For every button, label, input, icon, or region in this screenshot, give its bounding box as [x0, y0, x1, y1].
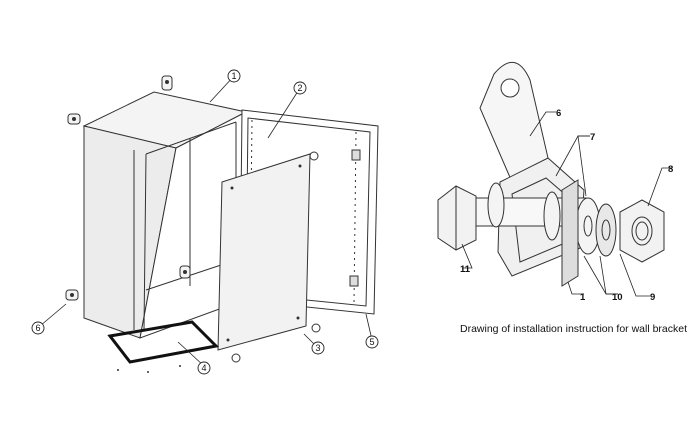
callout-6-label: 6: [35, 323, 40, 333]
wall-bracket: [161, 75, 173, 91]
callout-5: 5: [365, 335, 379, 349]
callout-11-label: 11: [460, 264, 471, 275]
callout-7-label: 7: [590, 132, 595, 143]
callout-1-label: 1: [580, 292, 586, 303]
wall-bracket: [179, 265, 191, 279]
callout-3: 3: [311, 341, 325, 355]
callout-6-label: 6: [556, 108, 561, 119]
hex-nut: [619, 199, 665, 263]
gasket: [107, 320, 220, 373]
enclosure-wall: [561, 179, 579, 287]
callout-4: 4: [197, 361, 211, 375]
callout-3-label: 3: [315, 343, 320, 353]
callout-9-label: 9: [650, 292, 655, 303]
enclosure-exploded-view: 1 2 3 4 5 6: [31, 69, 379, 375]
figure-caption: Drawing of installation instruction for …: [460, 323, 687, 335]
callout-10-label: 10: [612, 292, 623, 303]
callout-1-label: 1: [231, 71, 236, 81]
callout-8-label: 8: [668, 164, 673, 175]
callout-1: 1: [227, 69, 241, 83]
washer: [595, 203, 617, 257]
callout-6: 6: [31, 321, 45, 335]
mounting-plate: [217, 151, 321, 363]
wall-bracket-detail: 6 7 8 9 10 11 1 Drawing of installation …: [437, 62, 687, 335]
leader-lines: [461, 111, 672, 297]
callout-2-label: 2: [297, 83, 302, 93]
callout-2: 2: [293, 81, 307, 95]
washer: [487, 182, 505, 228]
washer: [543, 191, 561, 241]
wall-bracket: [65, 289, 79, 301]
callout-4-label: 4: [201, 363, 206, 373]
callout-5-label: 5: [369, 337, 374, 347]
wall-bracket: [67, 113, 81, 125]
